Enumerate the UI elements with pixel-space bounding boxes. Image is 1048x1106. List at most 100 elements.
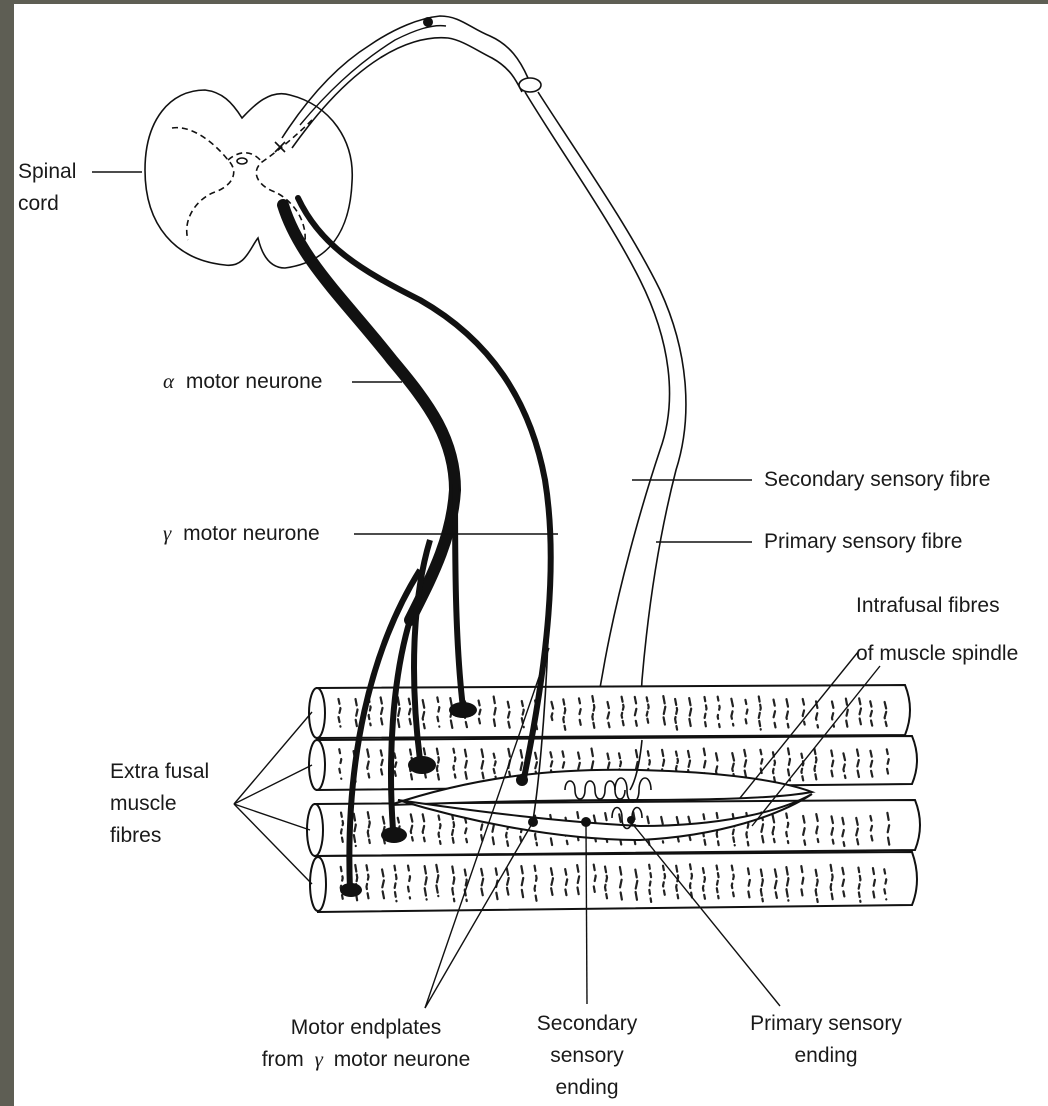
alpha-endplate-3 [381, 827, 407, 843]
dorsal-root-nerve-upper [282, 16, 528, 138]
striation-mark [398, 697, 400, 730]
label-secondary-ending-line3: ending [555, 1076, 618, 1099]
nerve-cut-end [519, 78, 541, 92]
striation-mark [870, 701, 872, 725]
striation-mark [423, 814, 425, 841]
spinal-cord [145, 90, 352, 268]
leader-extrafusal-3 [234, 804, 310, 830]
striation-mark [885, 702, 887, 726]
striation-mark [354, 814, 356, 846]
striation-mark [870, 751, 872, 777]
striation-mark [870, 816, 872, 841]
label-spinal-cord-line2: cord [18, 192, 59, 215]
striation-mark [367, 749, 369, 777]
alpha-symbol: α [163, 369, 175, 393]
label-alpha-motor-neurone: α motor neurone [163, 369, 322, 393]
striation-mark [565, 869, 567, 899]
striation-mark [745, 700, 747, 729]
striation-mark [423, 700, 425, 728]
striation-mark [775, 869, 777, 898]
leader-secondary-ending [586, 826, 587, 1004]
dorsal-root [275, 16, 541, 152]
spinal-cord-outline [145, 90, 352, 268]
gamma-endplate-upper [516, 774, 528, 786]
striation-mark [831, 750, 833, 780]
muscle-fibres [307, 685, 920, 912]
alpha-branch-1 [455, 480, 463, 708]
alpha-endplate-2 [408, 756, 436, 774]
alpha-label-text: motor neurone [186, 370, 323, 393]
label-intrafusal-line2: of muscle spindle [856, 642, 1018, 665]
striation-mark [842, 818, 844, 846]
striation-mark [409, 699, 411, 725]
leader-extrafusal-1 [234, 712, 312, 804]
label-secondary-ending-line1: Secondary [537, 1012, 638, 1035]
striation-mark [635, 697, 637, 726]
striation-mark [594, 865, 596, 898]
gamma-label-text: motor neurone [183, 522, 320, 545]
striation-mark [732, 753, 734, 777]
secondary-ending-dot [581, 817, 591, 827]
striation-mark [577, 865, 579, 897]
striation-mark [856, 818, 858, 845]
label-motor-endplates-line2: from γ motor neurone [262, 1047, 471, 1071]
striation-mark [887, 813, 889, 845]
muscle-spindle-diagram: Spinal cord α motor neurone γ motor neur… [14, 4, 1048, 1106]
striation-mark [887, 749, 889, 777]
striation-mark [465, 750, 467, 780]
striation-mark [759, 696, 761, 729]
striation-mark [842, 868, 844, 897]
label-primary-sensory-fibre: Primary sensory fibre [764, 530, 962, 553]
striation-mark [521, 866, 523, 898]
striation-mark [774, 700, 776, 728]
diagram-panel: Spinal cord α motor neurone γ motor neur… [14, 4, 1048, 1106]
striation-mark [508, 702, 510, 728]
striation-mark [857, 750, 859, 778]
labels: Spinal cord α motor neurone γ motor neur… [18, 160, 1018, 1099]
striation-mark [479, 701, 481, 727]
label-extrafusal-line1: Extra fusal [110, 760, 209, 783]
striation-mark [382, 869, 384, 898]
striation-mark [744, 750, 746, 778]
dorsal-root-nerve-lower [292, 38, 522, 148]
striation-mark [786, 867, 788, 901]
motor-endplates-suffix: motor neurone [334, 1048, 471, 1071]
extrafusal-fibre-4 [318, 852, 917, 912]
leader-extrafusal-2 [234, 765, 312, 804]
striation-mark [338, 699, 340, 727]
striation-mark [607, 702, 609, 727]
striation-mark [620, 867, 622, 900]
extrafusal-fibre-4-end [310, 857, 326, 911]
striation-mark [647, 697, 649, 725]
label-secondary-sensory-fibre: Secondary sensory fibre [764, 468, 990, 491]
striation-mark [831, 816, 833, 843]
striation-mark [481, 869, 483, 898]
label-spinal-cord-line1: Spinal [18, 160, 76, 183]
label-primary-ending-line1: Primary sensory [750, 1012, 902, 1035]
striation-mark [635, 870, 637, 902]
label-intrafusal-line1: Intrafusal fibres [856, 594, 1000, 617]
central-canal [237, 158, 247, 164]
striation-mark [465, 818, 467, 842]
striation-mark [507, 868, 509, 896]
striation-mark [803, 816, 805, 845]
label-motor-endplates-line1: Motor endplates [291, 1016, 442, 1039]
striation-mark [873, 868, 875, 901]
striation-mark [381, 750, 383, 777]
leader-extrafusal-4 [234, 804, 312, 884]
striation-mark [663, 696, 665, 727]
striation-mark [689, 698, 691, 728]
striation-mark [551, 868, 553, 897]
striation-mark [579, 698, 581, 726]
motor-endplates-gamma: γ [315, 1047, 324, 1071]
label-extrafusal-line2: muscle [110, 792, 177, 815]
motor-endplates-prefix: from [262, 1048, 304, 1071]
striation-mark [465, 870, 467, 901]
sensory-synapse-mark [275, 142, 285, 152]
striation-mark [859, 698, 861, 725]
label-gamma-motor-neurone: γ motor neurone [163, 521, 320, 545]
striation-mark [381, 697, 383, 726]
label-primary-ending-line2: ending [794, 1044, 857, 1067]
striation-mark [494, 754, 496, 778]
